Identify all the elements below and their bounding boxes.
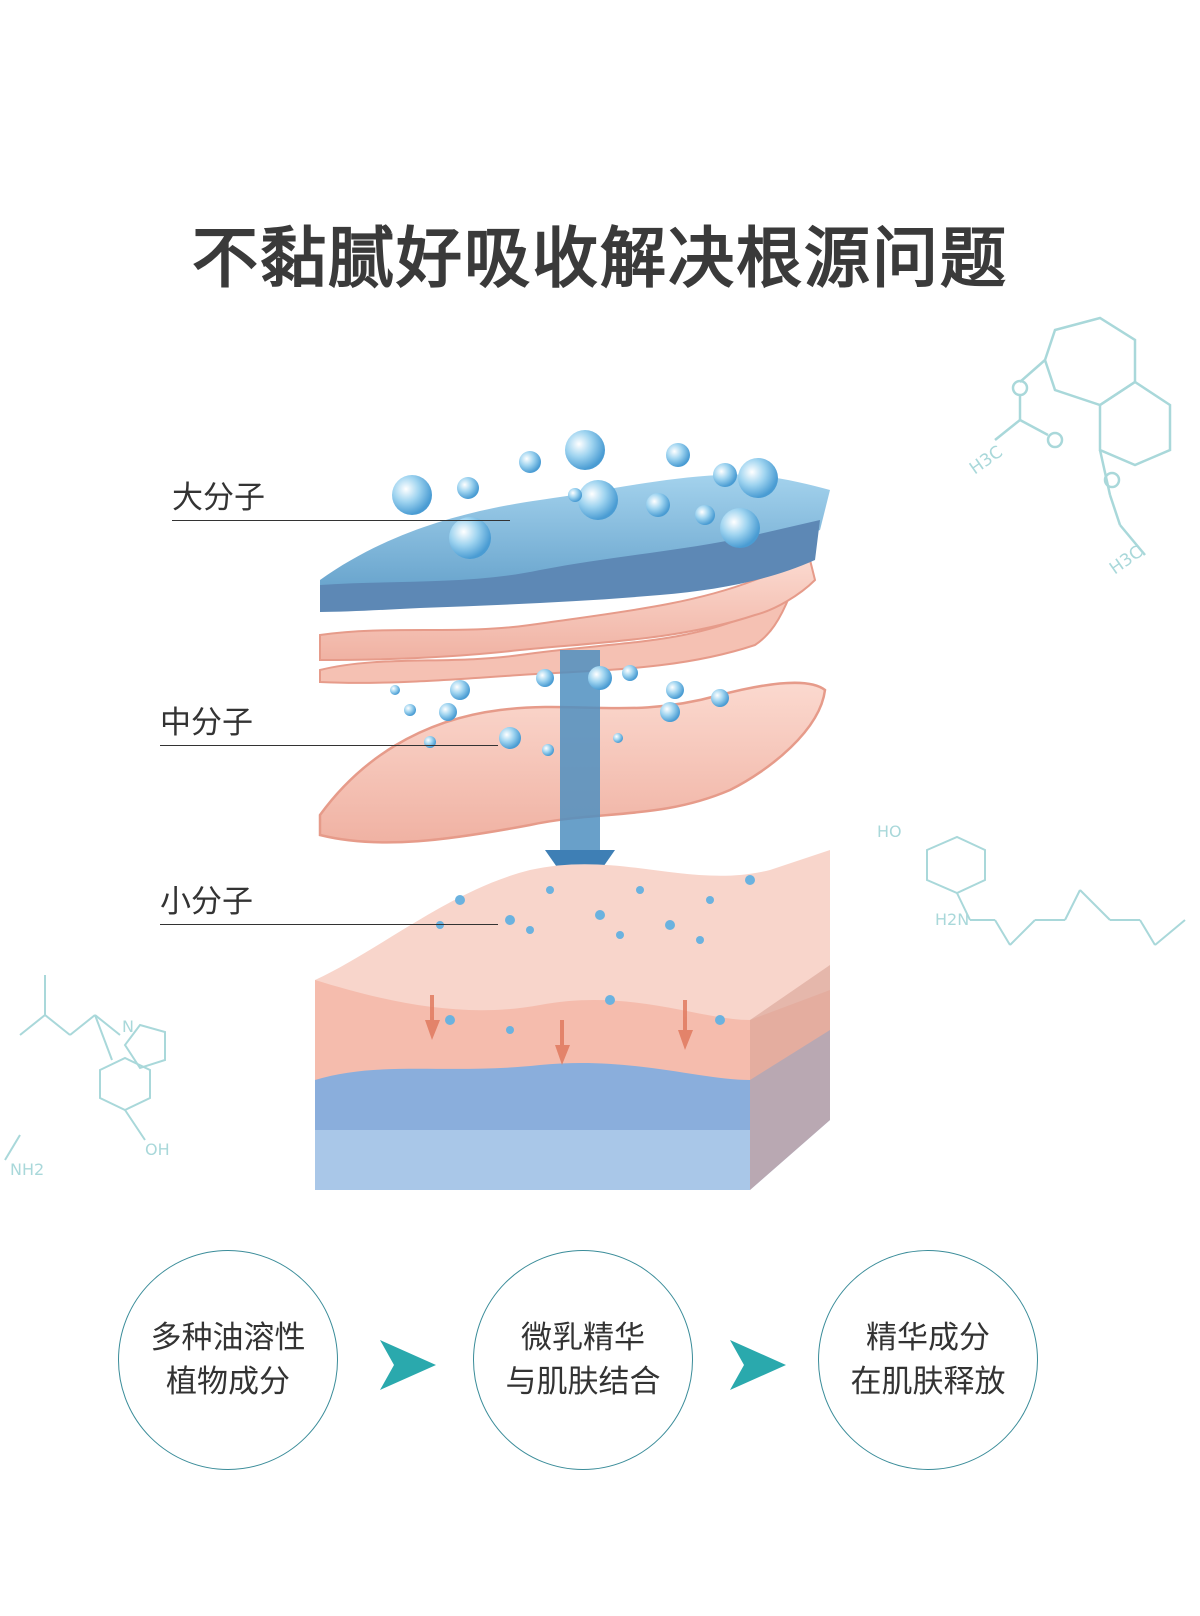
step-3-circle: 精华成分 在肌肤释放 (818, 1250, 1038, 1470)
leader-line-medium (160, 745, 498, 746)
chevron-right-icon-2 (730, 1340, 786, 1390)
page-title: 不黏腻好吸收解决根源问题 (192, 219, 1008, 297)
step-3-line-2: 在肌肤释放 (850, 1364, 1006, 1400)
step-2-line-1: 微乳精华 (521, 1320, 645, 1356)
molecule-decoration-mid-right: HO H2N (877, 822, 1186, 946)
oh-label: OH (145, 1140, 170, 1159)
molecule-bubbles (390, 430, 778, 1034)
n-label: N (122, 1017, 134, 1036)
layer-label-large: 大分子 (172, 480, 265, 516)
leader-line-large (172, 520, 510, 521)
step-3-line-1: 精华成分 (866, 1320, 990, 1356)
chevron-right-icon-1 (380, 1340, 436, 1390)
nh2-label: NH2 (10, 1160, 44, 1179)
step-1-line-2: 植物成分 (166, 1364, 290, 1400)
step-2-line-2: 与肌肤结合 (505, 1364, 661, 1400)
leader-line-small (160, 924, 498, 925)
step-2-circle: 微乳精华 与肌肤结合 (473, 1250, 693, 1470)
layer-label-small: 小分子 (160, 884, 253, 920)
skin-layers-illustration (315, 430, 830, 1190)
h3c-label-1: H3C (966, 442, 1007, 479)
molecule-decoration-top-right: H3C H3C (966, 316, 1172, 579)
ho-label: HO (877, 822, 902, 841)
step-1-circle: 多种油溶性 植物成分 (118, 1250, 338, 1470)
molecule-decoration-left: OH NH2 N (4, 975, 170, 1179)
bottom-layer (315, 850, 830, 1190)
layer-label-medium: 中分子 (160, 705, 253, 741)
h2n-label: H2N (935, 910, 969, 929)
step-1-line-1: 多种油溶性 (150, 1320, 306, 1356)
